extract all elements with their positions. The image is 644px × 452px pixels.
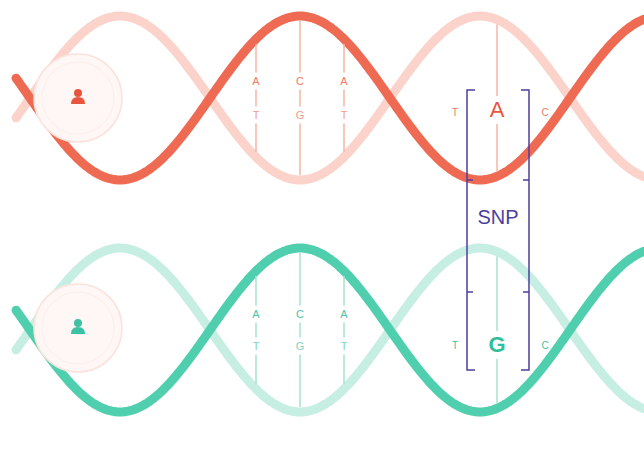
base-pair-line: [299, 253, 301, 306]
base-pair-line: [343, 276, 345, 305]
helix-strand-dark: [16, 16, 644, 180]
base-pair-line: [299, 124, 301, 176]
person-badge-bottom: [34, 284, 122, 372]
person-badge-top: [34, 54, 122, 142]
helix-strand-dark: [16, 248, 644, 412]
base-pair-line: [343, 44, 345, 72]
base-letter: T: [341, 110, 348, 121]
base-pair-line: [299, 90, 301, 107]
base-pair-line: [299, 21, 301, 73]
helix-strand-light: [16, 248, 644, 412]
base-letter: G: [296, 110, 305, 121]
base-letter: C: [541, 108, 548, 118]
base-pair-line: [496, 359, 498, 403]
badge-ring: [42, 292, 114, 364]
base-pair-line: [299, 323, 301, 338]
base-pair-line: [496, 25, 498, 96]
base-pair-line: [343, 90, 345, 107]
base-letter: T: [452, 341, 458, 351]
badge-ring: [42, 62, 114, 134]
person-icon-head: [74, 319, 82, 327]
base-letter: G: [296, 341, 305, 352]
base-pair-line: [255, 44, 257, 72]
base-letter: T: [341, 341, 348, 352]
person-icon-body: [71, 97, 85, 104]
base-pair-line: [343, 355, 345, 384]
bracket-left: [467, 90, 475, 370]
base-letter: T: [253, 341, 260, 352]
base-letter: A: [340, 309, 347, 320]
base-pair-line: [255, 124, 257, 152]
base-pair-line: [255, 355, 257, 384]
badge-circle: [34, 54, 122, 142]
bracket-right: [521, 90, 529, 370]
base-pair-line: [496, 257, 498, 331]
base-letter: T: [253, 110, 260, 121]
base-pair-lines: [256, 21, 497, 407]
base-letter: A: [252, 76, 259, 87]
badge-circle: [34, 284, 122, 372]
base-letter: C: [541, 341, 548, 351]
base-letter: C: [296, 76, 304, 87]
base-letter: C: [296, 309, 304, 320]
bracket-ticks: [467, 180, 529, 292]
base-pair-line: [496, 124, 498, 171]
person-icon-body: [71, 327, 85, 334]
helix-strand-light: [16, 16, 644, 180]
base-letter: G: [488, 334, 505, 356]
person-icon-head: [74, 89, 82, 97]
base-letter: A: [252, 309, 259, 320]
base-pair-line: [255, 323, 257, 338]
helix-layer: [16, 16, 644, 412]
base-letter: A: [340, 76, 347, 87]
snp-bracket: [467, 90, 529, 370]
snp-label: SNP: [477, 207, 518, 227]
base-pair-line: [255, 90, 257, 107]
base-letter: A: [490, 99, 505, 121]
base-pair-line: [343, 124, 345, 152]
base-pair-line: [343, 323, 345, 338]
base-pair-line: [255, 276, 257, 305]
base-pair-line: [299, 355, 301, 408]
base-letter: T: [452, 108, 458, 118]
